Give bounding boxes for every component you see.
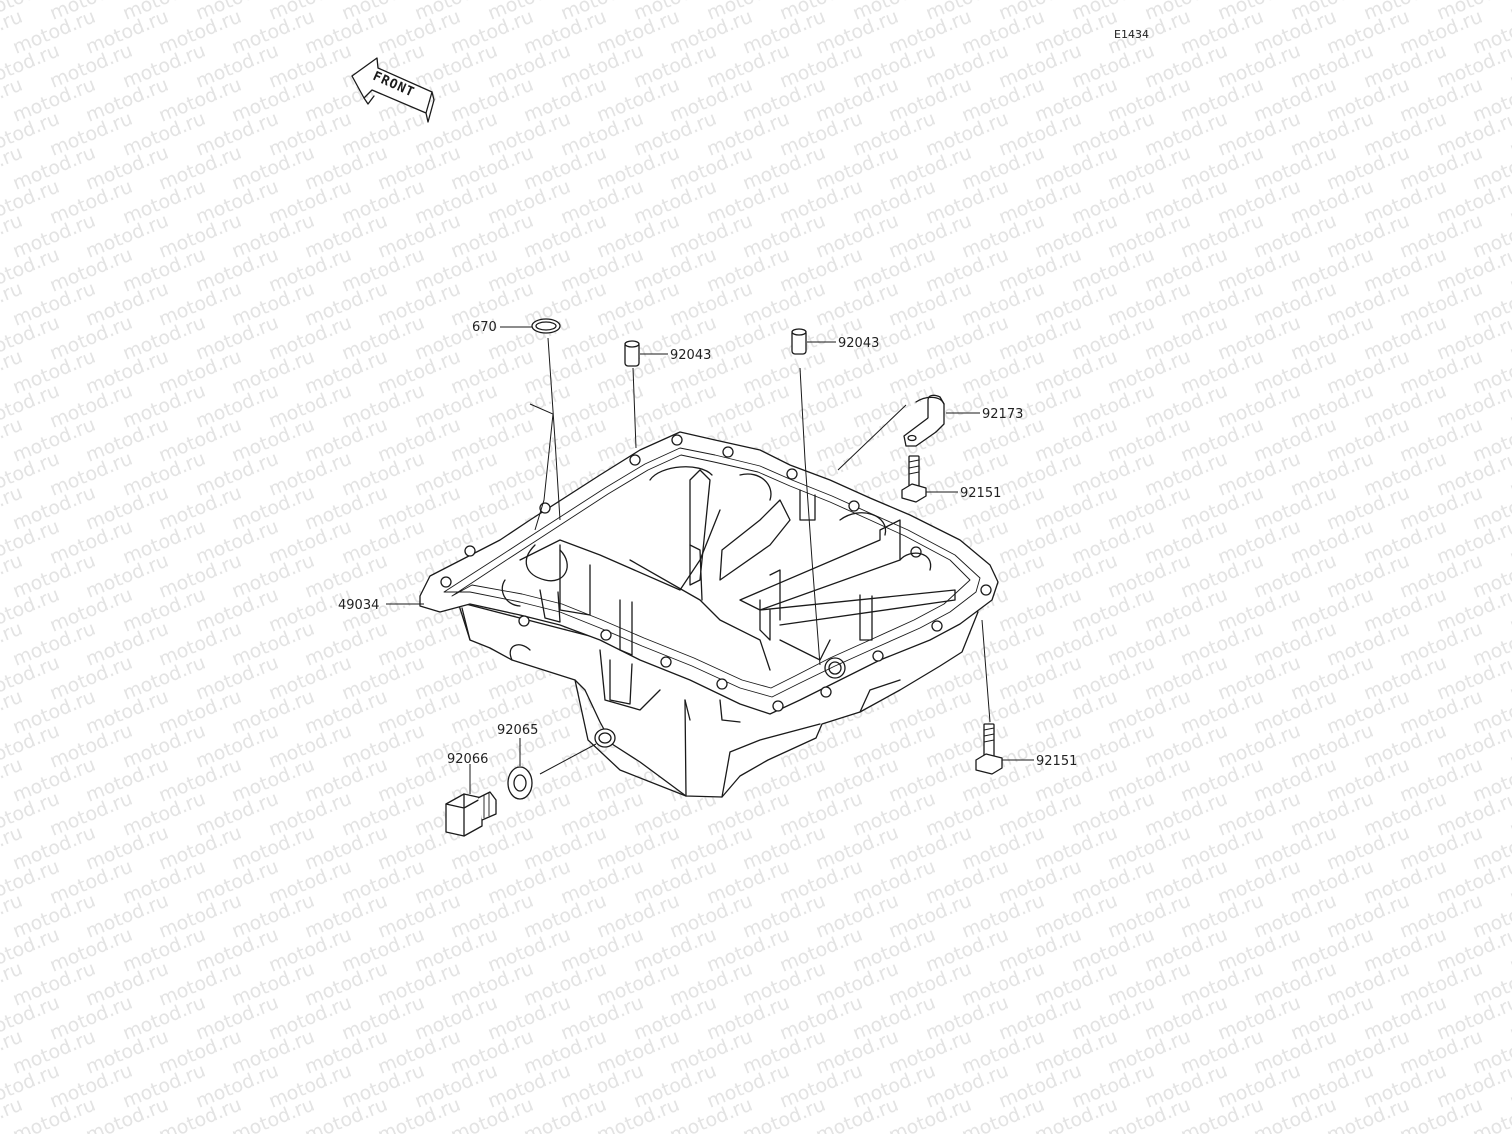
dowel-pin-92043-right[interactable]: [791, 328, 807, 355]
bolt-92151-upper[interactable]: [901, 455, 927, 503]
diagram-code: E1434: [1114, 28, 1149, 41]
part-label-92065[interactable]: 92065: [497, 723, 538, 738]
drain-plug-92066[interactable]: [445, 791, 497, 837]
part-label-92043-left[interactable]: 92043: [670, 348, 711, 363]
washer-92065[interactable]: [507, 766, 533, 800]
part-label-92043-right[interactable]: 92043: [838, 336, 879, 351]
part-labels: 670 92043 92043 92173 92151 49034 92065 …: [338, 320, 1077, 769]
part-label-670[interactable]: 670: [472, 320, 497, 335]
part-label-92151-lower[interactable]: 92151: [1036, 754, 1077, 769]
oil-pan[interactable]: [419, 431, 999, 798]
part-label-92066[interactable]: 92066: [447, 752, 488, 767]
part-label-92173[interactable]: 92173: [982, 407, 1023, 422]
dowel-pin-92043-left[interactable]: [624, 340, 640, 367]
o-ring-670[interactable]: [531, 318, 561, 334]
clamp-92173[interactable]: [903, 394, 945, 447]
watermark-text: motod.ru: [1507, 0, 1512, 25]
part-label-92151-upper[interactable]: 92151: [960, 486, 1001, 501]
leader-lines: [386, 326, 1034, 794]
part-label-49034[interactable]: 49034: [338, 598, 379, 613]
bolt-92151-lower[interactable]: [975, 723, 1003, 775]
